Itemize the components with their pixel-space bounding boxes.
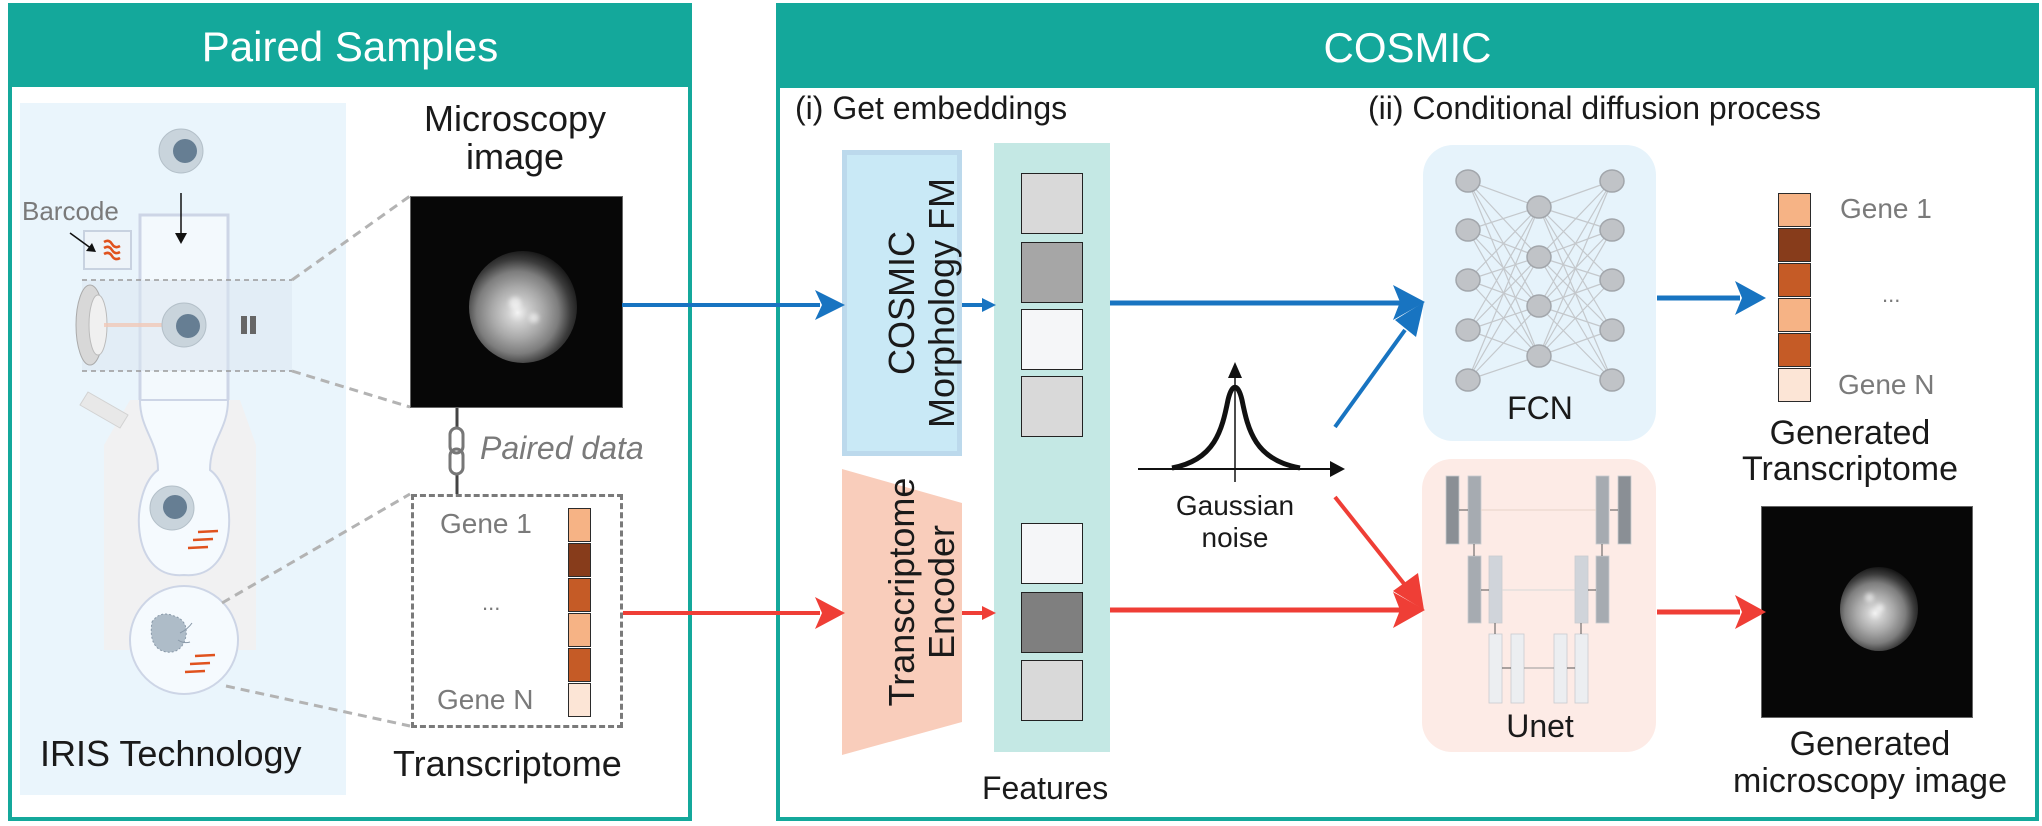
morphology-fm-label: COSMIC Morphology FM xyxy=(881,177,962,429)
out-gene-ellipsis: ... xyxy=(1882,282,1901,307)
gene-1-label: Gene 1 xyxy=(440,508,532,539)
feature-square xyxy=(1021,376,1083,437)
feature-square xyxy=(1021,242,1083,303)
unet-label: Unet xyxy=(1506,708,1574,744)
generated-transcriptome-label: Generated Transcriptome xyxy=(1741,414,1959,488)
unet-block xyxy=(1422,459,1656,752)
gene-ellipsis: ... xyxy=(482,590,501,615)
generated-microscopy-label: Generated microscopy image xyxy=(1733,725,2007,800)
feature-square xyxy=(1021,660,1083,721)
out-gene-1-label: Gene 1 xyxy=(1840,193,1932,224)
paired-samples-title: Paired Samples xyxy=(201,23,499,70)
gaussian-noise-label: Gaussian noise xyxy=(1175,490,1295,553)
gene-n-label: Gene N xyxy=(437,684,534,715)
transcriptome-encoder-label: Transcriptome Encoder xyxy=(881,477,962,707)
step-diffusion-label: (ii) Conditional diffusion process xyxy=(1368,90,1821,126)
out-gene-n-label: Gene N xyxy=(1838,369,1935,400)
morphology-fm-block xyxy=(842,150,962,456)
gene-cell xyxy=(568,508,591,542)
microscopy-image xyxy=(410,196,623,408)
feature-square xyxy=(1021,592,1083,653)
feature-square xyxy=(1021,173,1083,234)
nucleus-blob xyxy=(469,251,577,363)
paired-data-label: Paired data xyxy=(480,430,644,466)
cosmic-title: COSMIC xyxy=(1323,23,1492,71)
cosmic-header: COSMIC xyxy=(780,7,2035,88)
gene-cell xyxy=(568,613,591,647)
step-get-embeddings-label: (i) Get embeddings xyxy=(795,90,1068,126)
transcriptome-label: Transcriptome xyxy=(393,743,622,784)
gene-cell xyxy=(568,648,591,682)
features-label: Features xyxy=(982,770,1109,806)
gene-cell xyxy=(568,578,591,612)
gene-cell xyxy=(1778,228,1811,262)
transcriptome-box xyxy=(411,494,623,728)
feature-square xyxy=(1021,523,1083,584)
gene-cell xyxy=(568,683,591,717)
gene-cell xyxy=(1778,193,1811,227)
fcn-label: FCN xyxy=(1507,390,1573,426)
microscopy-image-label: Microscopy image xyxy=(423,98,607,177)
gene-cell xyxy=(568,543,591,577)
generated-microscopy-image xyxy=(1761,506,1973,718)
paired-samples-header: Paired Samples xyxy=(12,7,688,87)
iris-technology-label: IRIS Technology xyxy=(40,733,302,774)
gene-cell xyxy=(1778,298,1811,332)
gene-cell xyxy=(1778,333,1811,367)
feature-square xyxy=(1021,309,1083,370)
gene-cell xyxy=(1778,368,1811,402)
gene-cell xyxy=(1778,263,1811,297)
barcode-label: Barcode xyxy=(22,196,119,226)
